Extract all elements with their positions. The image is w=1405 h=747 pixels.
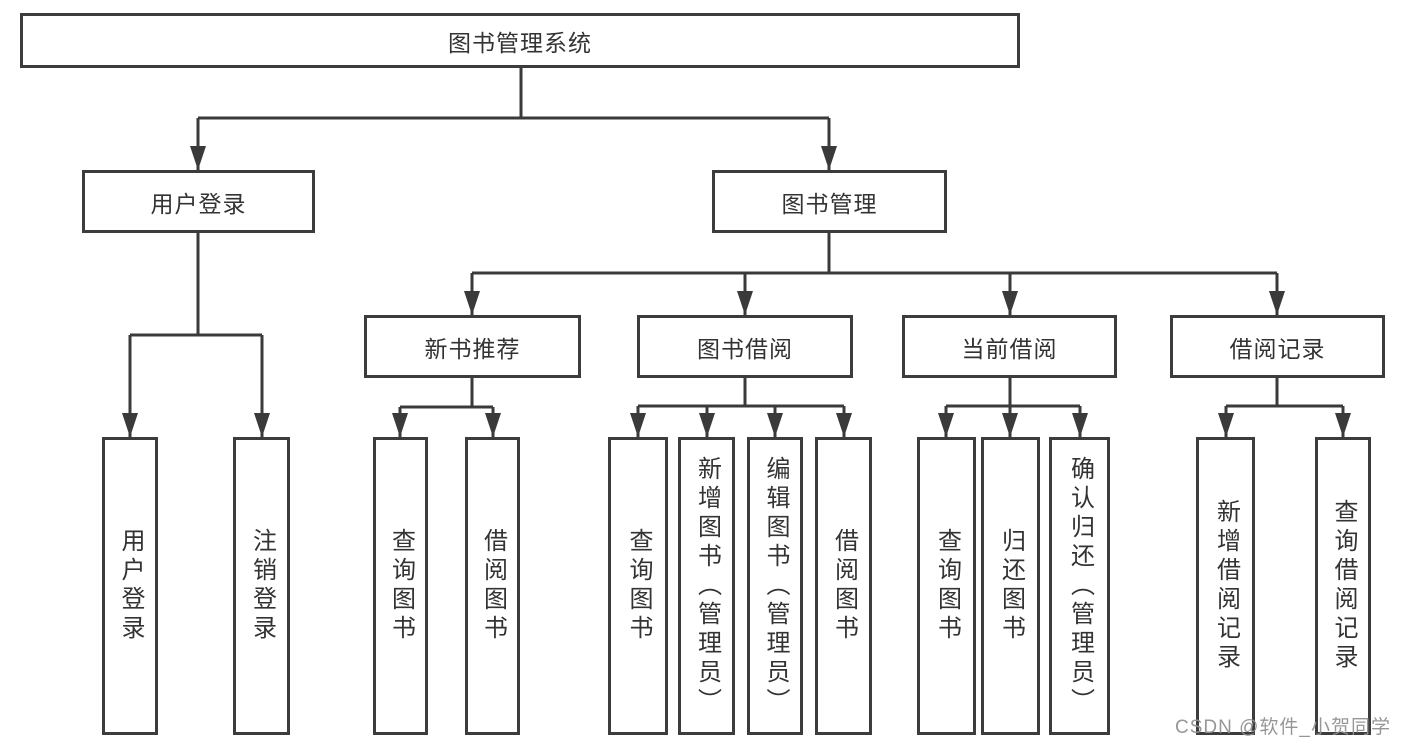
leaf-label: 查询图书 bbox=[625, 528, 652, 644]
leaf-add-borrow-record: 新增借阅记录 bbox=[1196, 437, 1255, 735]
node-current-borrow: 当前借阅 bbox=[902, 315, 1117, 378]
node-label: 图书管理系统 bbox=[448, 29, 592, 56]
leaf-label: 归还图书 bbox=[997, 528, 1025, 644]
node-borrow-records: 借阅记录 bbox=[1170, 315, 1385, 378]
leaf-label: 编辑图书（管理员） bbox=[762, 455, 789, 717]
leaf-confirm-return-admin: 确认归还（管理员） bbox=[1049, 437, 1110, 735]
leaf-label: 新增图书（管理员） bbox=[693, 455, 721, 717]
leaf-query-books-recommend: 查询图书 bbox=[373, 437, 428, 735]
node-label: 借阅记录 bbox=[1229, 335, 1326, 362]
leaf-label: 用户登录 bbox=[117, 528, 144, 644]
leaf-label: 确认归还（管理员） bbox=[1066, 455, 1094, 717]
leaf-label: 注销登录 bbox=[248, 528, 276, 644]
leaf-edit-book-admin: 编辑图书（管理员） bbox=[747, 437, 803, 735]
leaf-borrow-books-recommend: 借阅图书 bbox=[465, 437, 520, 735]
csdn-watermark: CSDN @软件_小贺同学 bbox=[1175, 717, 1391, 738]
node-label: 新书推荐 bbox=[424, 335, 521, 362]
leaf-label: 借阅图书 bbox=[479, 528, 507, 644]
node-label: 图书管理 bbox=[781, 190, 878, 217]
node-label: 当前借阅 bbox=[961, 335, 1058, 362]
leaf-label: 借阅图书 bbox=[830, 528, 858, 644]
node-book-management-system: 图书管理系统 bbox=[20, 13, 1020, 68]
node-book-management: 图书管理 bbox=[712, 170, 947, 233]
leaf-label: 查询图书 bbox=[933, 528, 961, 644]
leaf-user-login: 用户登录 bbox=[102, 437, 158, 735]
leaf-label: 新增借阅记录 bbox=[1212, 499, 1240, 673]
leaf-label: 查询图书 bbox=[387, 528, 415, 644]
node-label: 用户登录 bbox=[150, 190, 247, 217]
node-user-login: 用户登录 bbox=[82, 170, 315, 233]
leaf-query-borrow-record: 查询借阅记录 bbox=[1315, 437, 1371, 735]
leaf-borrow-books: 借阅图书 bbox=[815, 437, 872, 735]
leaf-logout: 注销登录 bbox=[233, 437, 290, 735]
leaf-add-book-admin: 新增图书（管理员） bbox=[678, 437, 735, 735]
leaf-label: 查询借阅记录 bbox=[1330, 499, 1357, 673]
node-book-borrow: 图书借阅 bbox=[637, 315, 853, 378]
node-label: 图书借阅 bbox=[697, 335, 793, 362]
leaf-query-books-current: 查询图书 bbox=[917, 437, 976, 735]
node-new-book-recommend: 新书推荐 bbox=[364, 315, 581, 378]
leaf-query-books-borrow: 查询图书 bbox=[608, 437, 668, 735]
leaf-return-books: 归还图书 bbox=[981, 437, 1040, 735]
